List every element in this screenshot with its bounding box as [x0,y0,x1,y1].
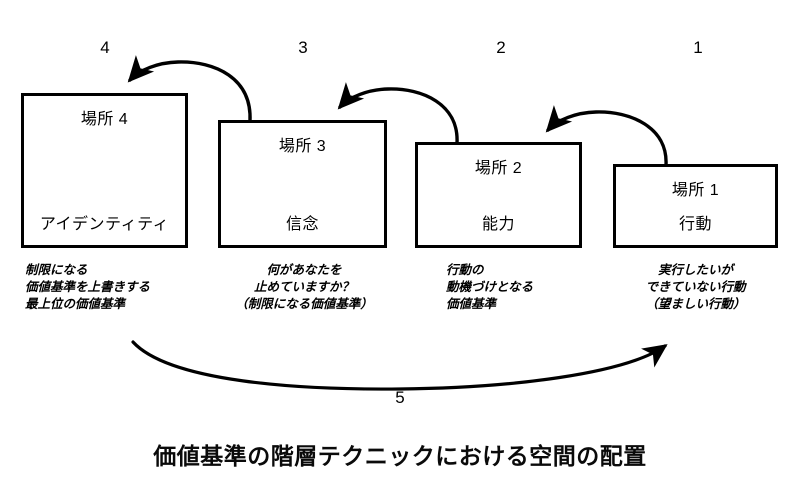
level-box-2-place-label: 場所 2 [474,160,523,177]
level-box-4-term: アイデンティティ [39,216,170,233]
caption-level-2-line-2: 動機づけとなる [446,280,534,294]
step-number-2: 2 [496,38,506,57]
level-box-3: 場所 3 信念 [218,120,387,248]
caption-level-3-line-1: 何があなたを [266,263,342,277]
loop-number-5: 5 [395,388,405,407]
level-box-4-place-label: 場所 4 [80,111,129,128]
caption-level-4: 制限になる 価値基準を上書きする 最上位の価値基準 [25,262,150,313]
caption-level-4-line-1: 制限になる [25,263,88,277]
caption-level-3-line-3: （制限になる価値基準） [235,297,373,311]
caption-level-2-line-3: 価値基準 [446,297,497,311]
step-number-1: 1 [693,38,703,57]
caption-level-1-line-1: 実行したいが [657,263,733,277]
level-box-1-term: 行動 [678,216,712,233]
level-box-1-place-label: 場所 1 [671,182,720,199]
caption-level-3: 何があなたを 止めていますか？ （制限になる価値基準） [218,262,390,313]
caption-level-1: 実行したいが できていない行動 （望ましい行動） [608,262,783,313]
step-number-4: 4 [100,38,110,57]
level-box-2-term: 能力 [481,216,515,233]
caption-level-1-line-2: できていない行動 [645,280,746,294]
caption-level-2: 行動の 動機づけとなる 価値基準 [446,262,533,313]
step-number-3: 3 [298,38,308,57]
level-box-1: 場所 1 行動 [613,164,778,248]
caption-level-2-line-1: 行動の [446,263,484,277]
level-box-3-place-label: 場所 3 [278,138,327,155]
figure-title: 価値基準の階層テクニックにおける空間の配置 [153,443,647,469]
level-box-2: 場所 2 能力 [415,142,582,248]
caption-level-1-line-3: （望ましい行動） [645,297,746,311]
arrow-loop-bottom [131,340,668,391]
caption-level-4-line-2: 価値基準を上書きする [25,280,151,294]
level-box-4: 場所 4 アイデンティティ [21,93,188,248]
level-box-3-term: 信念 [285,216,319,233]
caption-level-3-line-2: 止めていますか？ [253,280,354,294]
caption-level-4-line-3: 最上位の価値基準 [25,297,126,311]
